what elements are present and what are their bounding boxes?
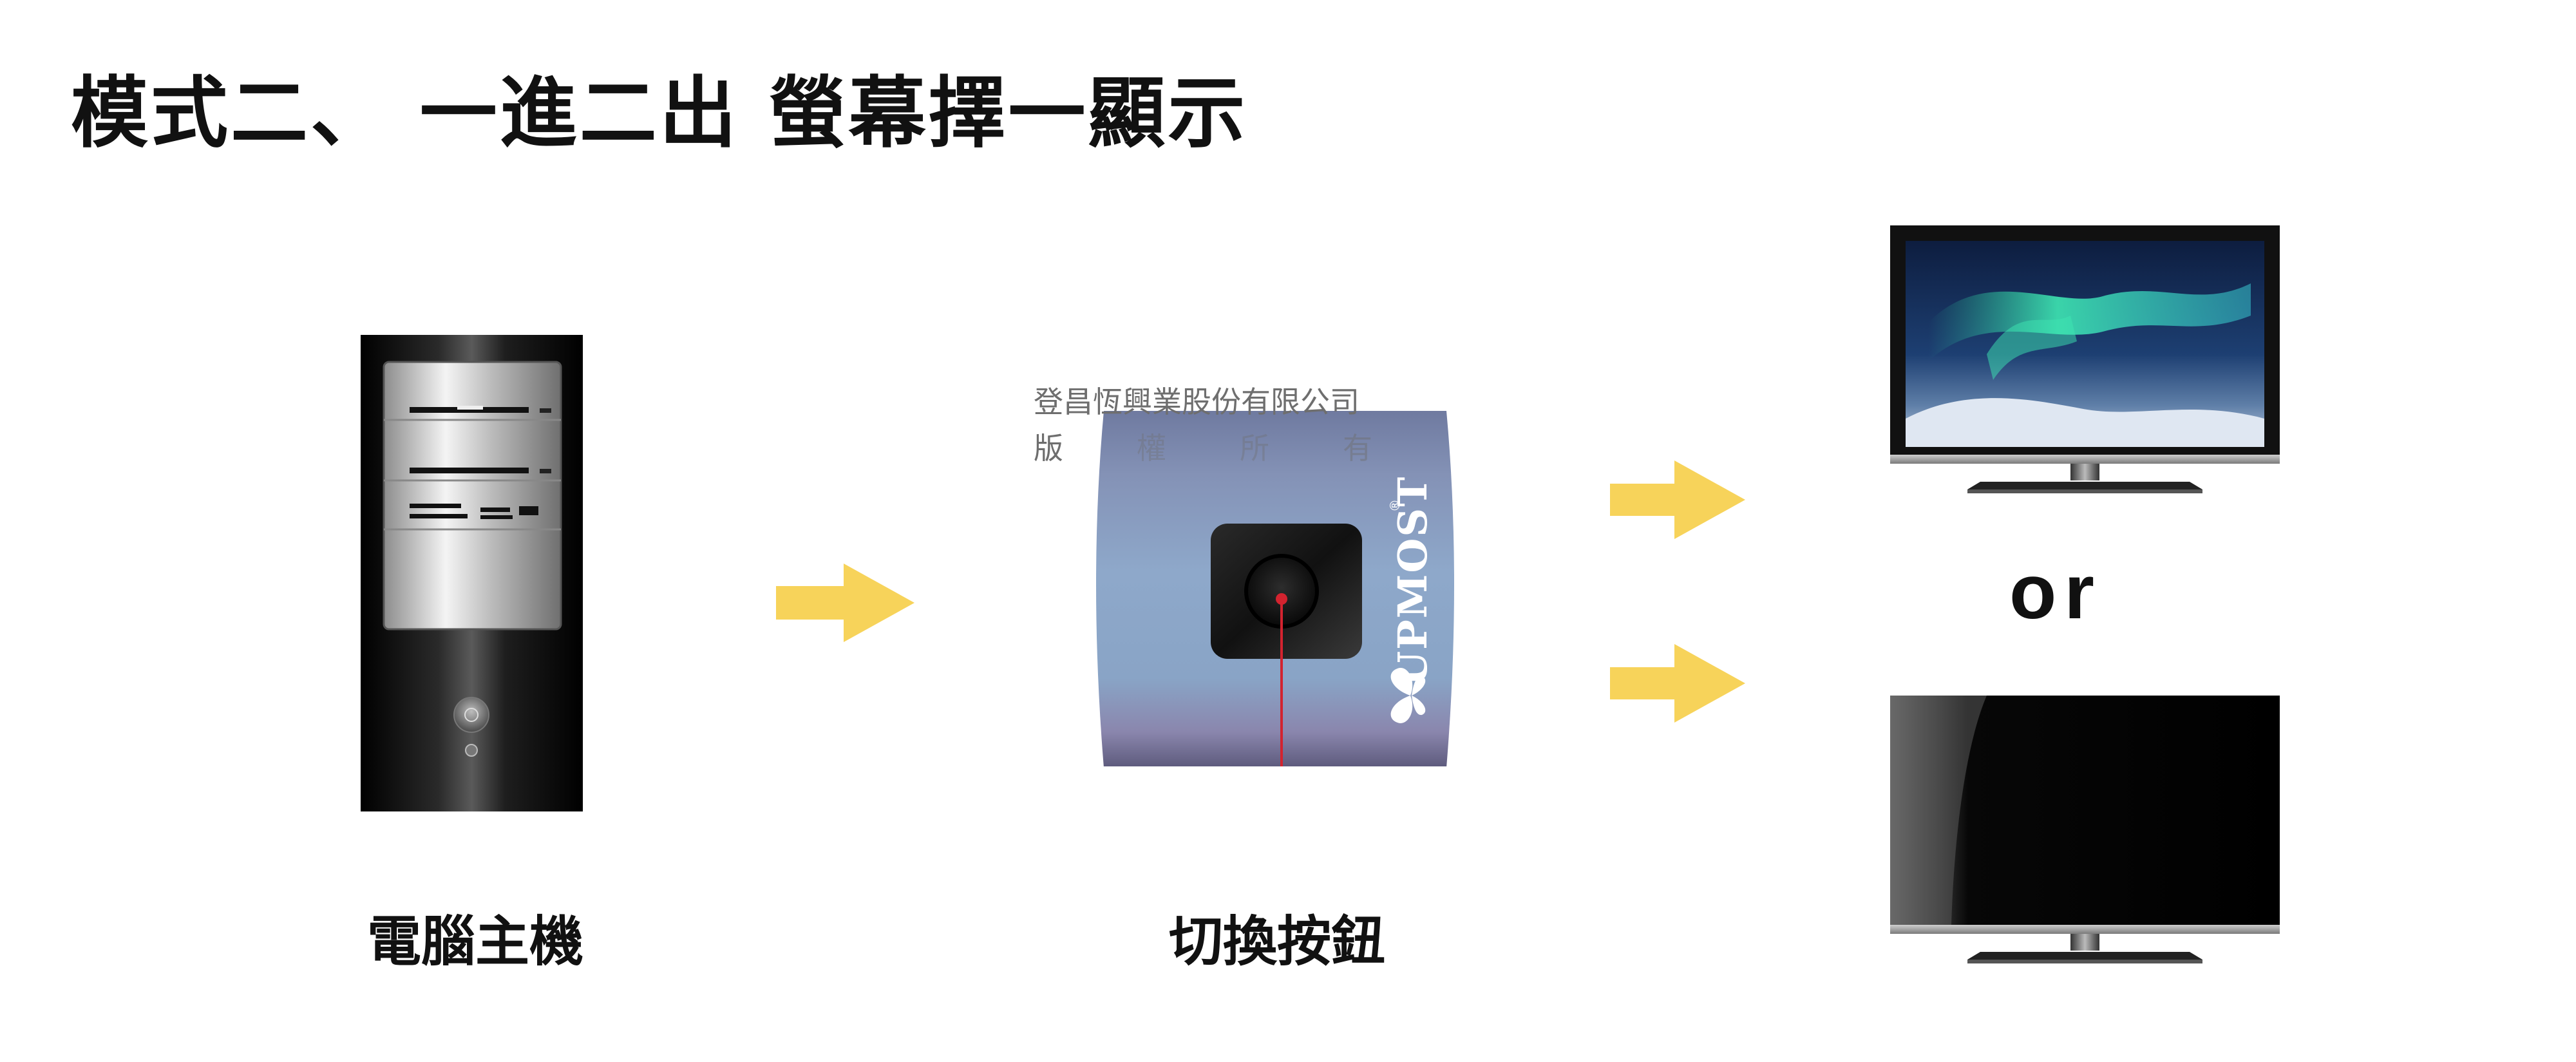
or-label: or bbox=[2009, 549, 2102, 635]
watermark-rights: 版權所有 bbox=[1034, 425, 1446, 471]
watermark-char: 所 bbox=[1240, 431, 1269, 466]
monitor-top-active bbox=[1890, 225, 2280, 493]
computer-label: 電腦主機 bbox=[367, 910, 584, 973]
watermark-char: 有 bbox=[1343, 431, 1372, 466]
hdmi-switch-device: UPMOST ® bbox=[1096, 411, 1454, 766]
watermark-char: 版 bbox=[1034, 431, 1063, 466]
arrow-to-monitor-bottom bbox=[1610, 644, 1745, 723]
computer-tower-image bbox=[361, 335, 583, 811]
switch-button-label: 切換按鈕 bbox=[1169, 910, 1386, 973]
brand-logo-text: UPMOST bbox=[1389, 476, 1436, 686]
arrow-to-switch bbox=[776, 564, 914, 642]
butterfly-logo-icon bbox=[1390, 668, 1426, 723]
monitor-bottom-inactive bbox=[1890, 696, 2280, 963]
arrow-to-monitor-top bbox=[1610, 460, 1745, 539]
page-title: 模式二、 一進二出 螢幕擇一顯示 bbox=[71, 69, 1248, 158]
registered-mark: ® bbox=[1387, 499, 1403, 512]
watermark-company: 登昌恆興業股份有限公司 bbox=[1034, 384, 1359, 419]
copyright-watermark: 登昌恆興業股份有限公司 版 權 所 有 bbox=[1034, 379, 1446, 471]
watermark-char: 權 bbox=[1137, 431, 1166, 466]
